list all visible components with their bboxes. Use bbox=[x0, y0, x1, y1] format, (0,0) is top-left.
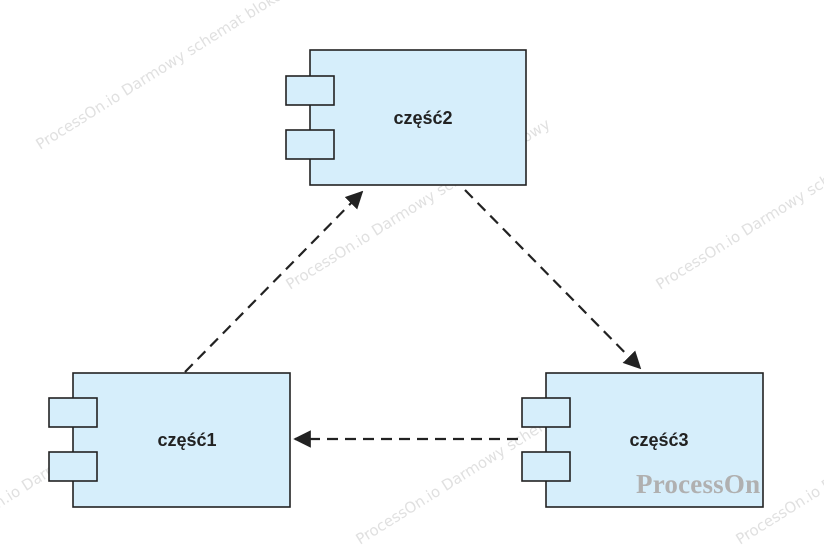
component-czesc1[interactable]: część1 bbox=[48, 372, 291, 508]
dependency-arrows bbox=[184, 189, 642, 448]
component-port-icon bbox=[48, 397, 98, 428]
watermark-text: ProcessOn.io Darmowy schemat blokowy bbox=[33, 0, 304, 153]
component-label: część3 bbox=[629, 430, 688, 450]
component-label: część2 bbox=[393, 108, 452, 128]
component-port-icon bbox=[285, 129, 335, 160]
component-port-icon bbox=[285, 75, 335, 106]
component-body bbox=[545, 372, 764, 508]
component-port-icon bbox=[521, 397, 571, 428]
component-body bbox=[309, 49, 527, 186]
component-czesc3[interactable]: część3 bbox=[521, 372, 764, 508]
component-body bbox=[72, 372, 291, 508]
component-czesc2[interactable]: część2 bbox=[285, 49, 527, 186]
dependency-arrow-czesc1-to-czesc2[interactable] bbox=[184, 190, 364, 373]
component-port-icon bbox=[48, 451, 98, 482]
watermark-text: ProcessOn.io Darmowy schemat blokowy bbox=[653, 115, 824, 294]
component-label: część1 bbox=[157, 430, 216, 450]
component-port-icon bbox=[521, 451, 571, 482]
dependency-arrow-czesc2-to-czesc3[interactable] bbox=[464, 189, 642, 370]
processon-brand-watermark: ProcessOn bbox=[636, 469, 761, 499]
